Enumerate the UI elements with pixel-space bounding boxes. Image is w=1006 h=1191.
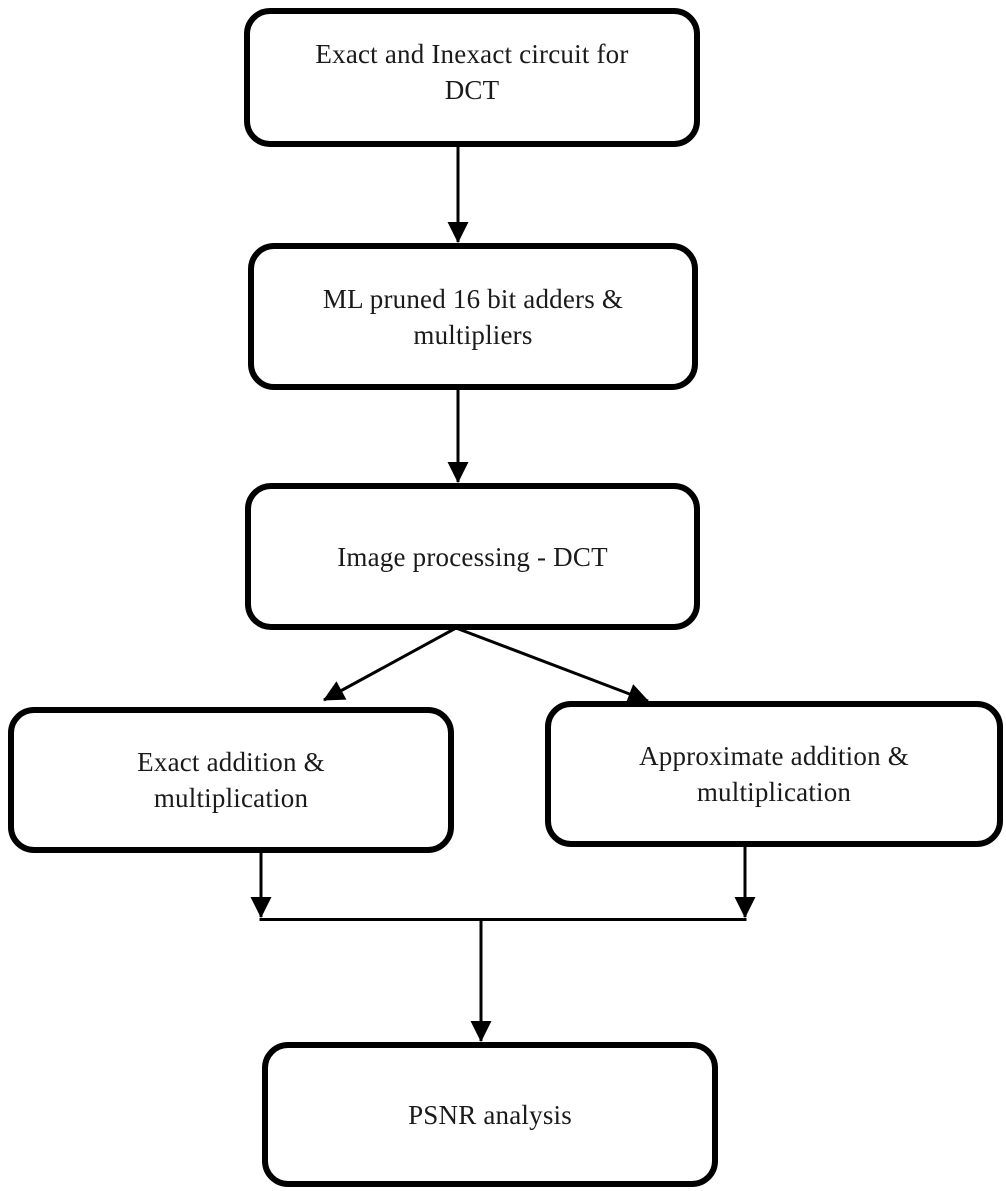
node-ml-pruned-adders: ML pruned 16 bit adders & multipliers	[248, 243, 698, 390]
node-image-processing-dct: Image processing - DCT	[245, 483, 700, 630]
node-psnr-analysis: PSNR analysis	[262, 1042, 718, 1187]
edge-arrow-imageprocessing-to-approximate	[455, 626, 649, 704]
node-approximate-addition-label: Approximate addition & multiplication	[639, 741, 909, 807]
node-image-processing-dct-label: Image processing - DCT	[337, 541, 608, 572]
node-approximate-addition: Approximate addition & multiplication	[545, 701, 1003, 847]
node-exact-addition: Exact addition & multiplication	[8, 707, 454, 853]
node-ml-pruned-adders-label: ML pruned 16 bit adders & multipliers	[322, 283, 624, 350]
node-exact-addition-label: Exact addition & multiplication	[137, 747, 325, 813]
edge-arrow-imageprocessing-to-exact	[323, 626, 457, 702]
node-exact-inexact-circuit-label: Exact and Inexact circuit for DCT	[315, 38, 629, 105]
node-psnr-analysis-label: PSNR analysis	[408, 1099, 572, 1130]
node-exact-inexact-circuit: Exact and Inexact circuit for DCT	[244, 8, 700, 147]
